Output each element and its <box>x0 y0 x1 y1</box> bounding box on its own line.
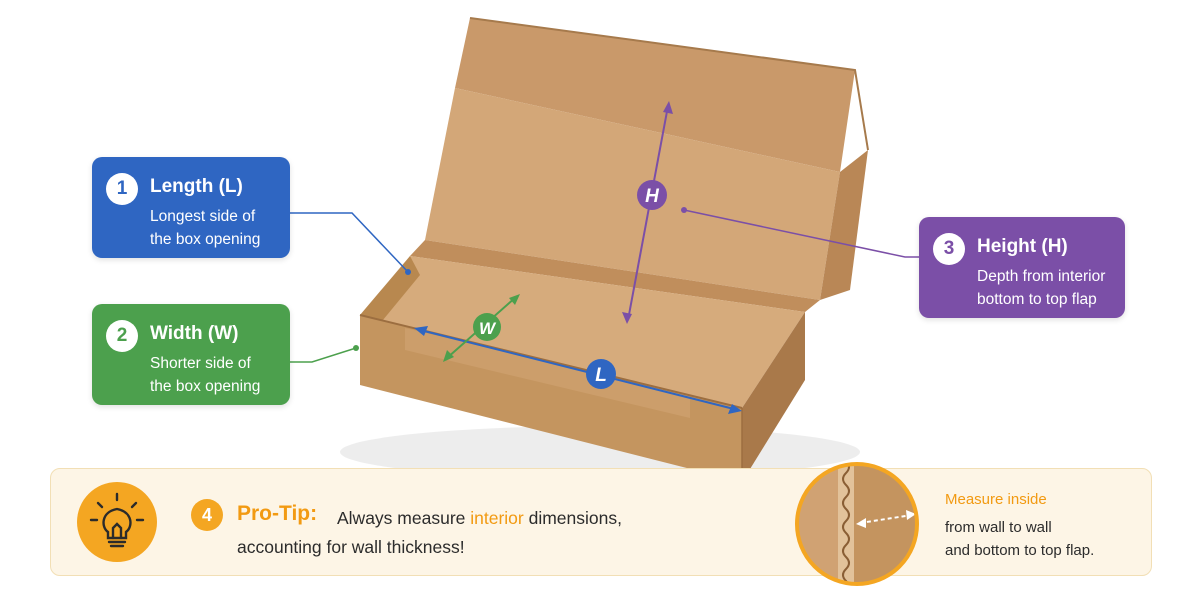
height-arrowhead-bottom <box>622 312 632 324</box>
inset-wall-edge <box>838 464 854 584</box>
box-lid-edge <box>469 17 869 151</box>
inset-title: Measure inside <box>945 491 1047 508</box>
inset-arrowhead-right <box>906 510 916 520</box>
height-leader-line <box>683 209 919 258</box>
box-front-notch <box>405 328 690 418</box>
lightbulb-badge <box>77 482 157 562</box>
length-description: Longest side of the box opening <box>150 208 261 248</box>
inset-arrowhead-left <box>856 518 866 528</box>
width-arrowhead-top <box>509 294 520 305</box>
tip-number-badge: 4 <box>191 499 223 531</box>
length-arrowhead-right <box>728 404 742 414</box>
inset-back-wall <box>854 464 917 584</box>
length-arrowhead-left <box>414 326 428 336</box>
width-number-badge: 2 <box>106 320 138 352</box>
wall-thickness-inset <box>795 462 919 586</box>
inset-border <box>795 462 919 586</box>
tip-text-before: Always measure <box>337 508 471 528</box>
tip-text-line1: Always measure interior dimensions, <box>337 508 622 529</box>
height-description: Depth from interior bottom to top flap <box>977 268 1106 308</box>
inset-measure-arrow <box>859 514 913 524</box>
length-number-badge: 1 <box>106 173 138 205</box>
pro-tip-banner: 4 Pro-Tip: Always measure interior dimen… <box>50 462 1152 586</box>
tip-heading: Pro-Tip: <box>237 502 318 525</box>
height-leader-dot <box>681 207 687 213</box>
width-arrowhead-bottom <box>443 350 454 362</box>
tip-text-line2: accounting for wall thickness! <box>237 537 465 557</box>
height-marker-badge <box>637 180 667 210</box>
height-arrowhead-top <box>663 101 673 114</box>
width-leader-dot <box>353 345 359 351</box>
height-number-badge: 3 <box>933 233 965 265</box>
box-right-side-wall <box>742 312 805 482</box>
length-title: Length (L) <box>150 176 243 197</box>
height-marker-label: H <box>645 186 660 207</box>
length-marker-badge <box>586 359 616 389</box>
length-marker-label: L <box>595 365 607 386</box>
width-description: Shorter side of the box opening <box>150 355 261 395</box>
width-title: Width (W) <box>150 323 239 344</box>
tip-text-after: dimensions, <box>523 508 622 528</box>
height-title: Height (H) <box>977 236 1068 257</box>
inset-text: from wall to wall and bottom to top flap… <box>945 519 1095 559</box>
height-arrow <box>627 105 669 321</box>
length-card: 1 Length (L) Longest side of the box ope… <box>92 157 290 258</box>
width-card: 2 Width (W) Shorter side of the box open… <box>92 304 290 405</box>
height-card: 3 Height (H) Depth from interior bottom … <box>919 217 1125 318</box>
width-marker-badge <box>473 313 501 341</box>
length-arrow <box>419 329 739 411</box>
length-leader-line <box>290 212 409 273</box>
lightbulb-icon <box>89 492 145 548</box>
tip-text-highlight: interior <box>470 508 524 528</box>
box-interior-floor <box>370 256 805 408</box>
box-back-wall <box>410 240 820 312</box>
box-left-inner-wall <box>360 256 420 326</box>
box-lid-side-flap <box>820 150 868 300</box>
width-leader-line <box>290 347 357 363</box>
box-lid-inner <box>425 88 840 300</box>
inset-corrugation <box>842 464 850 584</box>
width-marker-label: W <box>479 319 497 338</box>
length-leader-dot <box>405 269 411 275</box>
